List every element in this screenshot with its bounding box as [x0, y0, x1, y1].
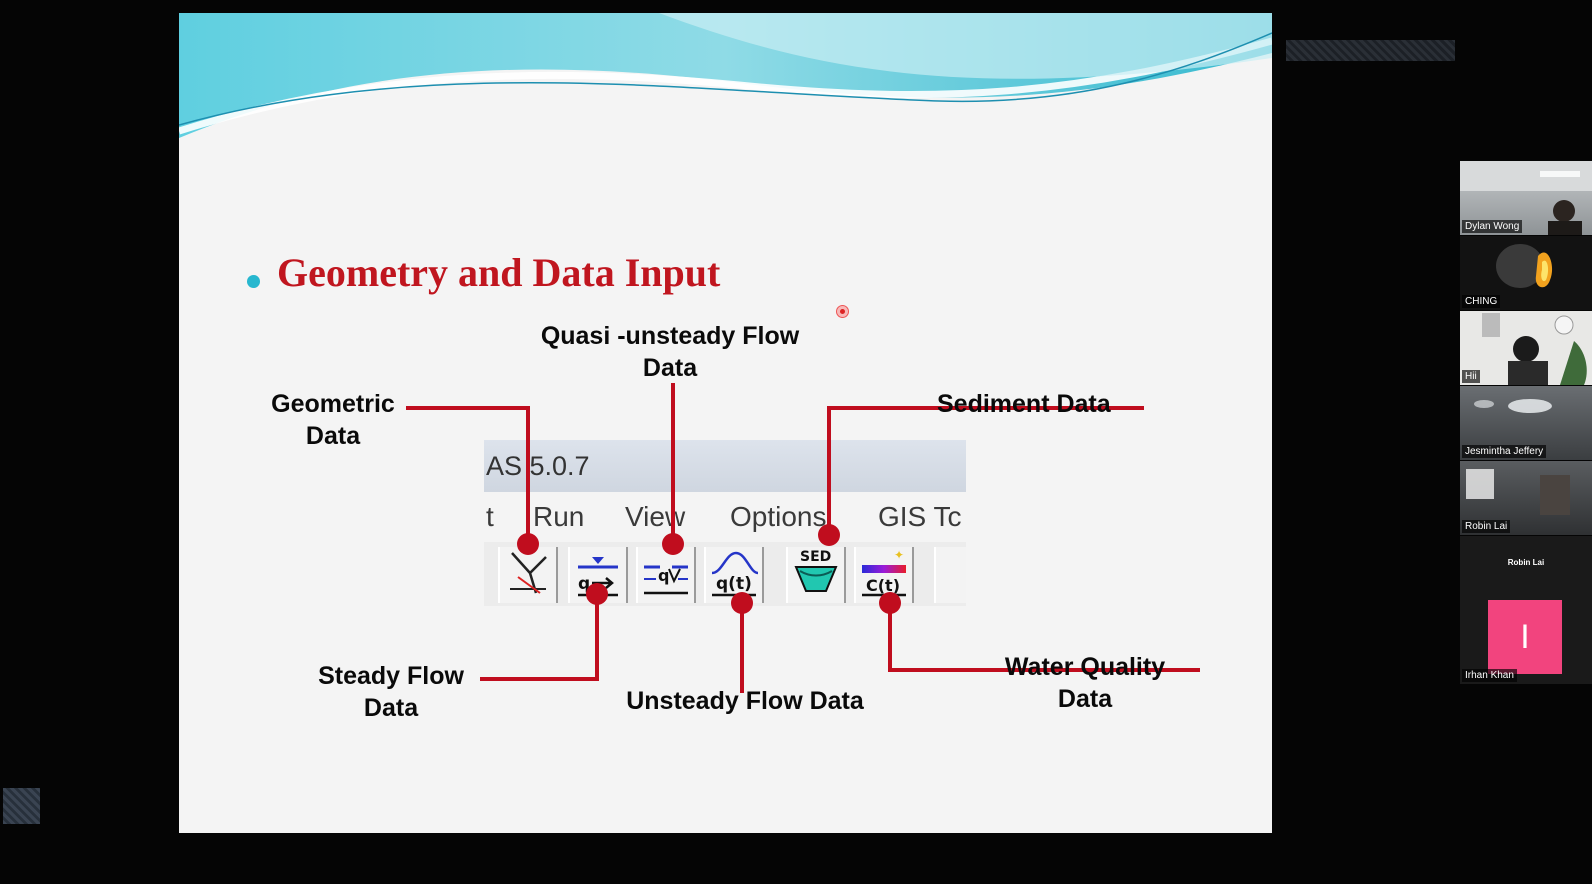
qt-label: q(t) — [716, 574, 752, 594]
participant-tile[interactable]: Dylan Wong — [1460, 161, 1592, 235]
callout-quasi-unsteady-flow-data: Quasi -unsteady Flow Data — [540, 322, 800, 382]
callout-steady-flow-data: Steady Flow Data — [318, 662, 464, 722]
slide-header-wave — [179, 13, 1272, 138]
ras-menu-item: Run — [533, 501, 585, 532]
sed-label: SED — [800, 549, 831, 565]
corner-logo-icon — [3, 788, 40, 824]
avatar: I — [1488, 600, 1562, 674]
geometric-data-icon — [498, 547, 558, 603]
sediment-data-icon: SED — [786, 547, 846, 603]
participant-tile[interactable]: Jesmintha Jeffery — [1460, 386, 1592, 460]
water-quality-icon: ✦ C(t) — [854, 547, 914, 603]
ras-toolbar: q q q(t) — [484, 542, 966, 606]
callout-water-quality-data: Water Quality Data — [1004, 653, 1166, 713]
participant-name: CHING — [1462, 295, 1501, 308]
svg-text:✦: ✦ — [894, 548, 904, 562]
callout-geometric-data: Geometric Data — [271, 390, 395, 450]
steady-flow-icon: q — [568, 547, 628, 603]
participant-video-feed — [1496, 244, 1553, 288]
unsteady-flow-icon: q(t) — [704, 547, 764, 603]
participant-video-feed — [1466, 469, 1570, 515]
callout-sediment-data: Sediment Data — [937, 390, 1111, 418]
ras-menu-item: t — [486, 501, 494, 532]
recording-indicator-strip — [1286, 40, 1455, 61]
callout-unsteady-flow-data: Unsteady Flow Data — [626, 687, 864, 715]
participant-tile[interactable]: Hii — [1460, 311, 1592, 385]
svg-text:q: q — [658, 566, 669, 585]
participant-tile[interactable]: Robin Lai — [1460, 461, 1592, 535]
participant-video-feed — [1460, 161, 1592, 235]
participant-name: Robin Lai — [1462, 520, 1511, 533]
laser-pointer-dot — [836, 305, 849, 318]
participant-name: Dylan Wong — [1462, 220, 1523, 233]
ct-label: C(t) — [866, 576, 900, 595]
toolbar-overflow-button — [934, 547, 966, 603]
ras-menu-item: View — [625, 501, 686, 532]
ras-menubar: t Run View Options GIS Tc — [484, 492, 966, 542]
slide-title: Geometry and Data Input — [277, 250, 721, 295]
participant-video-feed — [1482, 313, 1587, 385]
participant-video-feed — [1474, 399, 1552, 413]
participant-name: Jesmintha Jeffery — [1462, 445, 1547, 458]
quasi-unsteady-flow-icon: q — [636, 547, 696, 603]
active-speaker-name: Robin Lai — [1507, 558, 1545, 567]
participant-tile-avatar[interactable]: Robin Lai I Irhan Khan — [1460, 536, 1592, 684]
ras-menu-item: Options — [730, 501, 827, 532]
hec-ras-toolbar-screenshot: AS 5.0.7 t Run View Options GIS Tc — [484, 440, 966, 606]
bullet-dot — [247, 275, 260, 288]
svg-text:q: q — [578, 574, 590, 594]
participant-name: Hii — [1462, 370, 1480, 383]
participant-name: Irhan Khan — [1462, 669, 1517, 682]
ras-menu-item: GIS Tc — [878, 501, 962, 532]
presentation-slide: Geometry and Data Input AS 5.0.7 t Run V… — [179, 13, 1272, 833]
ras-title-fragment: AS 5.0.7 — [484, 440, 966, 492]
participant-tile[interactable]: CHING — [1460, 236, 1592, 310]
